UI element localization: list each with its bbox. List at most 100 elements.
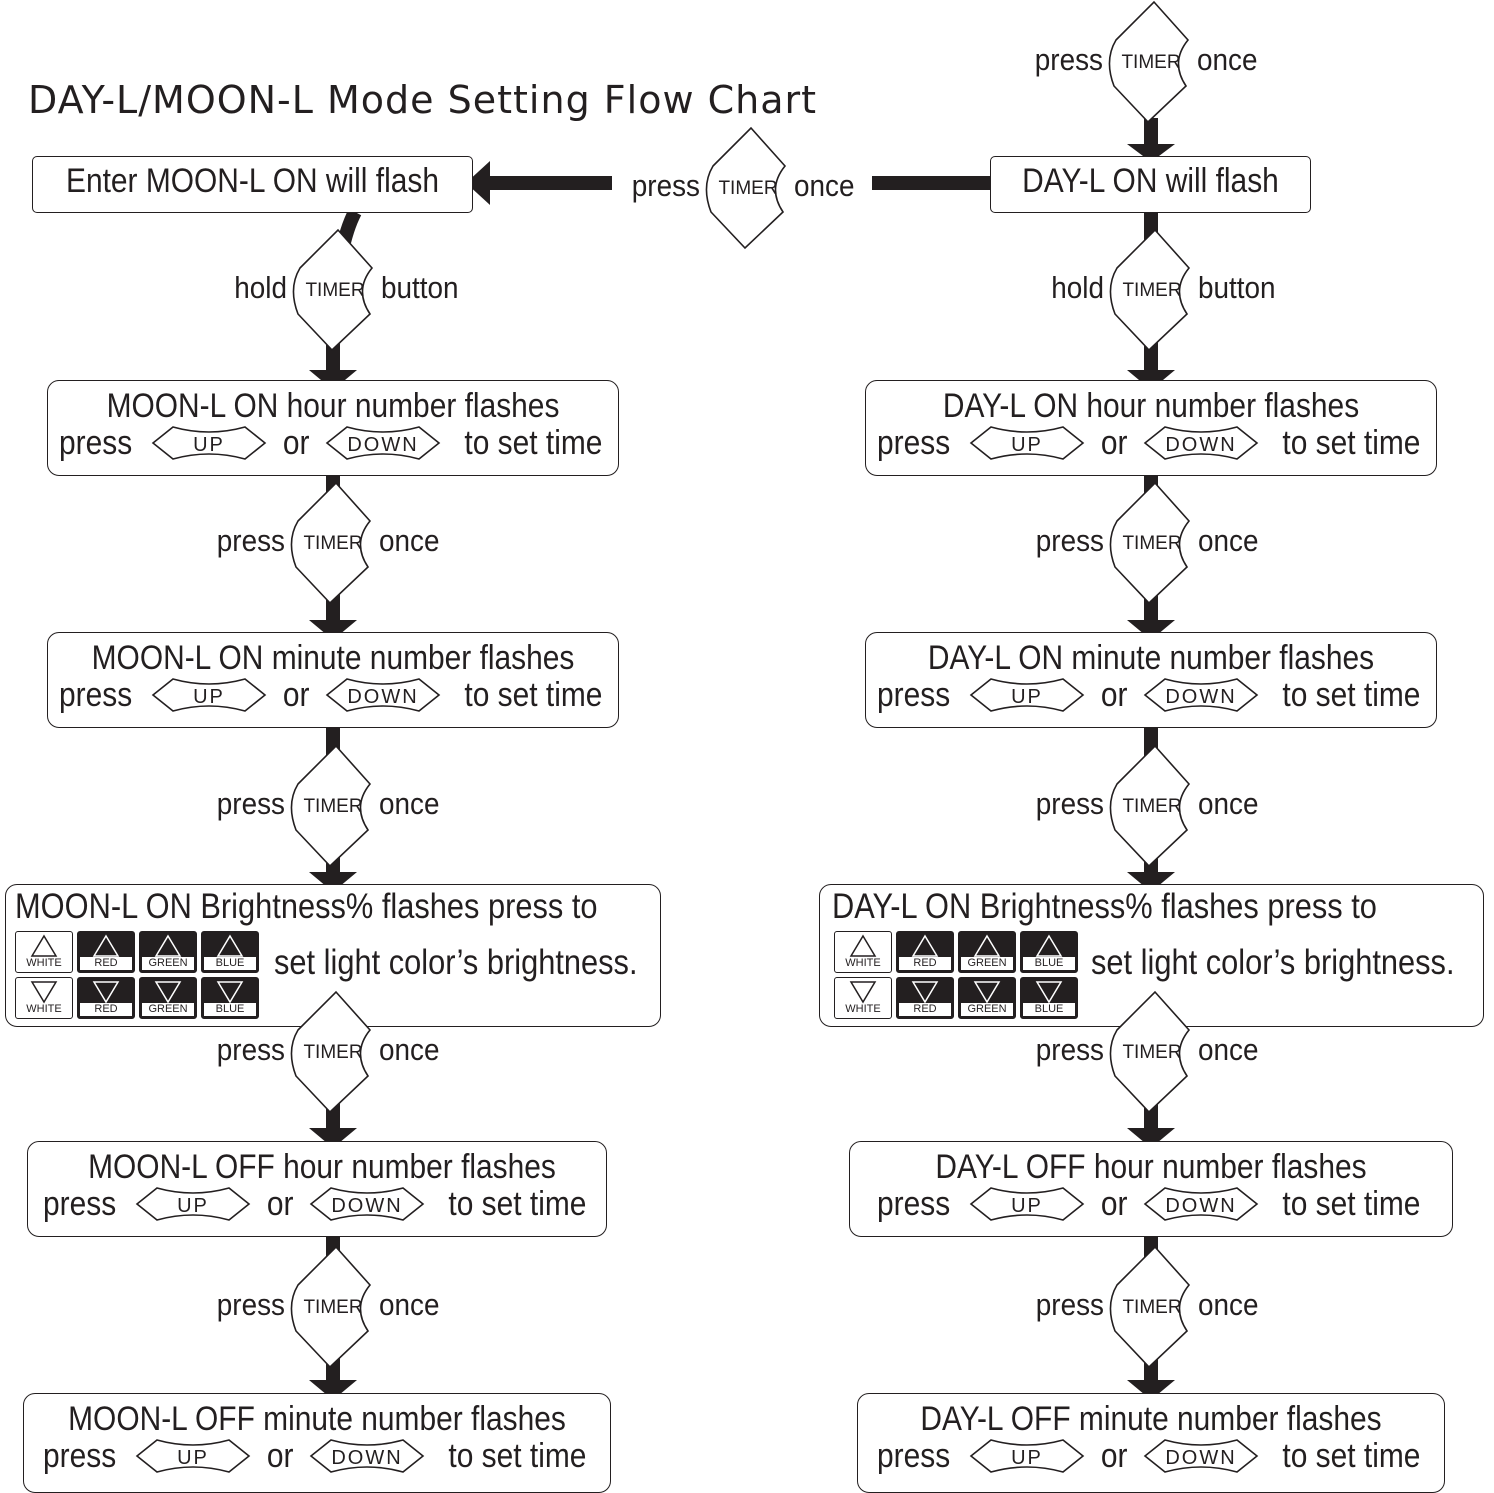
down-button[interactable]: DOWN — [1141, 1436, 1261, 1476]
green-up-key[interactable]: GREEN — [139, 931, 197, 973]
action-word-left: press — [216, 1287, 285, 1322]
action-word-right: once — [794, 168, 855, 203]
red-up-key[interactable]: RED — [77, 931, 135, 973]
word-or: or — [282, 423, 310, 462]
key-color-label: BLUE — [1023, 1003, 1075, 1016]
down-button[interactable]: DOWN — [323, 423, 443, 463]
green-down-key[interactable]: GREEN — [958, 977, 1016, 1019]
moon-enter-text: Enter MOON-L ON will flash — [66, 162, 439, 200]
key-color-label: WHITE — [845, 1003, 881, 1015]
svg-text:DOWN: DOWN — [1166, 686, 1237, 708]
word-to-set-time: to set time — [1282, 675, 1421, 714]
down-button[interactable]: DOWN — [323, 675, 443, 715]
white-up-key[interactable]: WHITE — [834, 931, 892, 973]
page-title: DAY-L/MOON-L Mode Setting Flow Chart — [28, 78, 818, 122]
timer-button[interactable]: TIMER — [703, 126, 793, 250]
blue-down-key[interactable]: BLUE — [201, 977, 259, 1019]
day-enter-text: DAY-L ON will flash — [1022, 162, 1279, 200]
day-enter-box: DAY-L ON will flash — [990, 156, 1311, 213]
up-button[interactable]: UP — [133, 1436, 253, 1476]
svg-text:DOWN: DOWN — [1166, 1447, 1237, 1469]
moon-off-minute-text: MOON-L OFF minute number flashes — [68, 1400, 566, 1438]
up-button[interactable]: UP — [967, 1184, 1087, 1224]
down-button[interactable]: DOWN — [307, 1184, 427, 1224]
svg-text:TIMER: TIMER — [1122, 533, 1181, 554]
up-button[interactable]: UP — [133, 1184, 253, 1224]
timer-button[interactable]: TIMER — [288, 990, 378, 1114]
triangle-down-icon — [1021, 979, 1077, 1005]
timer-button[interactable]: TIMER — [1107, 1245, 1197, 1369]
word-press: press — [58, 423, 133, 462]
green-down-key[interactable]: GREEN — [139, 977, 197, 1019]
timer-button[interactable]: TIMER — [288, 1245, 378, 1369]
moon-enter-box: Enter MOON-L ON will flash — [32, 156, 473, 213]
action-word-right: once — [379, 1287, 440, 1322]
white-up-key[interactable]: WHITE — [15, 931, 73, 973]
triangle-down-icon — [78, 979, 134, 1005]
up-button[interactable]: UP — [967, 675, 1087, 715]
svg-text:TIMER: TIMER — [303, 533, 362, 554]
white-down-key[interactable]: WHITE — [15, 977, 73, 1019]
arrowhead — [1127, 1380, 1175, 1400]
key-color-label: RED — [80, 957, 132, 970]
red-up-key[interactable]: RED — [896, 931, 954, 973]
up-button[interactable]: UP — [967, 423, 1087, 463]
timer-button[interactable]: TIMER — [1107, 228, 1197, 352]
blue-up-key[interactable]: BLUE — [201, 931, 259, 973]
red-down-key[interactable]: RED — [896, 977, 954, 1019]
word-to-set-time: to set time — [464, 675, 603, 714]
word-press: press — [876, 675, 951, 714]
red-down-key[interactable]: RED — [77, 977, 135, 1019]
day-on-minute-text: DAY-L ON minute number flashes — [927, 639, 1375, 677]
svg-text:DOWN: DOWN — [332, 1447, 403, 1469]
set-time-row: press UP or DOWN to set time — [866, 675, 1436, 715]
triangle-up-icon — [202, 933, 258, 959]
white-down-key[interactable]: WHITE — [834, 977, 892, 1019]
up-button[interactable]: UP — [149, 675, 269, 715]
action-word-right: once — [1198, 1287, 1259, 1322]
down-button[interactable]: DOWN — [1141, 675, 1261, 715]
word-or: or — [1100, 1436, 1128, 1475]
down-button[interactable]: DOWN — [307, 1436, 427, 1476]
moon-off-minute-box: MOON-L OFF minute number flashes press UP… — [23, 1393, 611, 1493]
timer-button[interactable]: TIMER — [288, 744, 378, 868]
blue-up-key[interactable]: BLUE — [1020, 931, 1078, 973]
word-or: or — [266, 1436, 294, 1475]
timer-button[interactable]: TIMER — [290, 228, 380, 352]
svg-text:UP: UP — [1011, 1447, 1043, 1469]
green-up-key[interactable]: GREEN — [958, 931, 1016, 973]
down-button[interactable]: DOWN — [1141, 1184, 1261, 1224]
key-color-label: WHITE — [845, 957, 881, 969]
timer-button[interactable]: TIMER — [1107, 990, 1197, 1114]
arrowhead — [1127, 872, 1175, 892]
day-on-hour-text: DAY-L ON hour number flashes — [942, 387, 1360, 425]
svg-text:DOWN: DOWN — [1166, 434, 1237, 456]
timer-button[interactable]: TIMER — [1107, 744, 1197, 868]
blue-down-key[interactable]: BLUE — [1020, 977, 1078, 1019]
triangle-down-icon — [959, 979, 1015, 1005]
timer-button[interactable]: TIMER — [1106, 0, 1196, 124]
key-color-label: BLUE — [204, 1003, 256, 1016]
word-to-set-time: to set time — [1282, 423, 1421, 462]
up-button[interactable]: UP — [149, 423, 269, 463]
action-word-left: press — [1035, 1287, 1104, 1322]
svg-text:TIMER: TIMER — [1122, 796, 1181, 817]
action-word-left: press — [1035, 1032, 1104, 1067]
word-or: or — [1100, 675, 1128, 714]
word-or: or — [1100, 423, 1128, 462]
down-button[interactable]: DOWN — [1141, 423, 1261, 463]
up-button[interactable]: UP — [967, 1436, 1087, 1476]
svg-text:UP: UP — [193, 686, 225, 708]
word-to-set-time: to set time — [1282, 1436, 1421, 1475]
svg-text:UP: UP — [177, 1447, 209, 1469]
svg-text:DOWN: DOWN — [1166, 1195, 1237, 1217]
key-color-label: RED — [899, 1003, 951, 1016]
timer-button[interactable]: TIMER — [288, 481, 378, 605]
timer-button[interactable]: TIMER — [1107, 481, 1197, 605]
action-word-left: press — [216, 786, 285, 821]
word-press: press — [42, 1436, 117, 1475]
